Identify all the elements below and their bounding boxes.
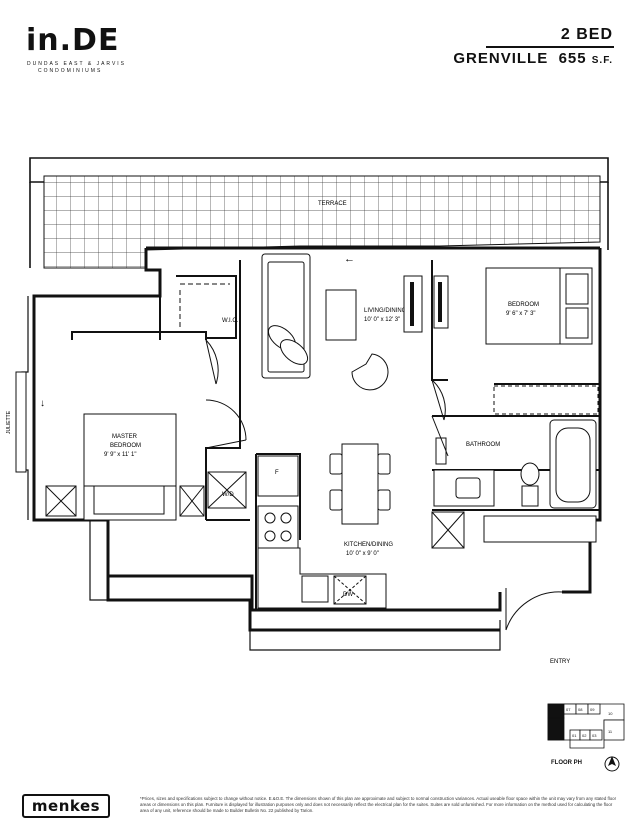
terrace-label: TERRACE: [318, 201, 347, 207]
kitchen-dimensions: 10' 0" x 9' 0": [346, 551, 379, 557]
juliette-arrow: ↓: [40, 398, 45, 409]
keyplan-label: FLOOR PH: [551, 760, 582, 766]
armchair: [351, 353, 389, 391]
keyplan-unit: 10: [608, 711, 613, 716]
kitchen-counter: [257, 455, 387, 609]
wd-label: W/D: [222, 492, 234, 498]
entry-label: ENTRY: [550, 659, 570, 665]
keyplan-unit: 11: [608, 729, 613, 734]
north-arrow-icon: [604, 756, 620, 772]
keyplan-unit: 01: [572, 733, 577, 738]
kitchen-label: KITCHEN/DINING: [344, 542, 393, 548]
key-plan: [544, 700, 628, 756]
bedroom-bed: [485, 267, 593, 345]
brand-logo: menkes: [22, 794, 110, 818]
suite-area: 655: [558, 50, 587, 67]
coffee-table: [325, 289, 357, 341]
bedroom-count: 2 BED: [560, 26, 613, 43]
bathroom-label: BATHROOM: [466, 442, 500, 448]
suite-title: GRENVILLE 655 S.F.: [453, 50, 613, 67]
keyplan-unit: 03: [592, 733, 597, 738]
disclaimer: *Prices, sizes and specifications subjec…: [140, 796, 617, 813]
keyplan-unit: 07: [566, 707, 571, 712]
master-bed: [83, 413, 177, 521]
header-rule: [486, 46, 614, 48]
wic-label: W.I.C.: [222, 318, 239, 324]
sofa: [261, 253, 311, 379]
fridge-label: F: [275, 470, 279, 476]
keyplan-unit: 09: [590, 707, 595, 712]
keyplan-unit: 08: [578, 707, 583, 712]
suite-name: GRENVILLE: [453, 50, 549, 67]
living-label: LIVING/DINING: [364, 308, 407, 314]
master-label-line2: BEDROOM: [110, 443, 141, 449]
master-label: MASTER: [112, 434, 138, 440]
dining-table: [329, 443, 391, 525]
logo-subtitle-line2: CONDOMINIUMS: [38, 68, 103, 74]
logo-subtitle-line1: DUNDAS EAST & JARVIS: [27, 61, 126, 67]
master-dimensions: 9' 9" x 11' 1": [104, 452, 136, 458]
terrace: [29, 157, 609, 269]
washer-dryer: [207, 471, 247, 509]
dishwasher-label: DW: [343, 592, 353, 598]
bathroom-fixtures: [433, 419, 597, 509]
suite-area-unit: S.F.: [591, 55, 613, 66]
bedroom-label: BEDROOM: [508, 302, 539, 308]
logo: in.DE: [26, 23, 120, 58]
keyplan-unit: 02: [582, 733, 587, 738]
bedroom-dimensions: 9' 6" x 7' 3": [506, 311, 536, 317]
juliette-label: JULIETTE: [6, 410, 12, 434]
living-dimensions: 10' 0" x 12' 3": [364, 317, 400, 323]
sliding-door-arrow: ←: [344, 253, 355, 265]
